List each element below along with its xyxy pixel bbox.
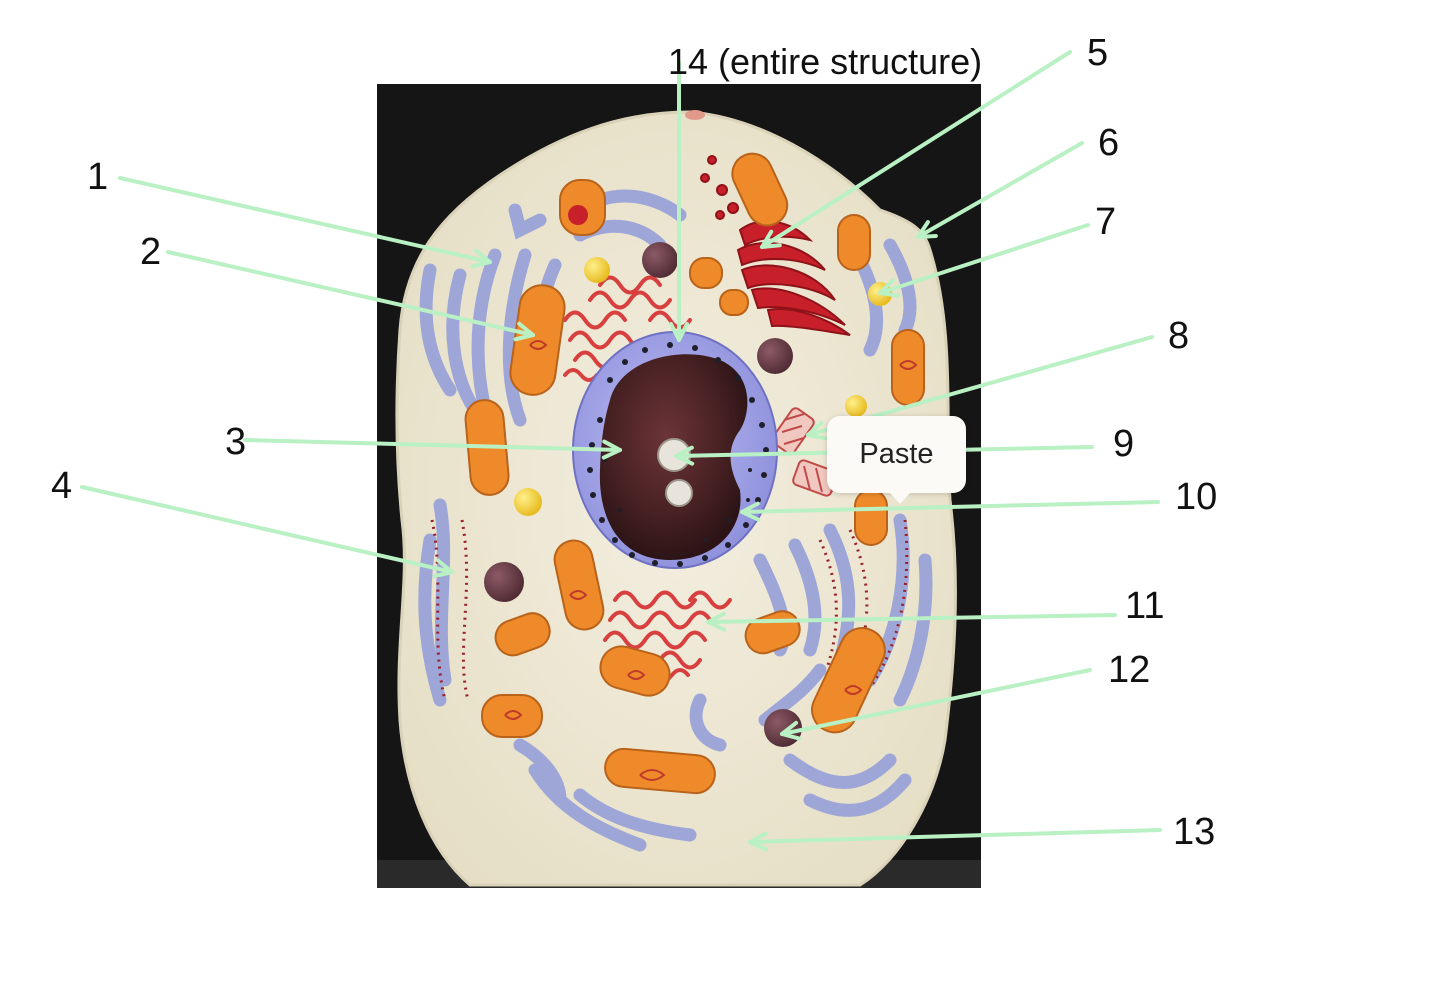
label-entire-structure: 14 (entire structure) [668,41,983,82]
label-7: 7 [1095,201,1117,243]
label-4: 4 [51,465,73,507]
leader-8-arrowhead [806,420,828,441]
centrioles [771,407,838,497]
leader-3-arrowhead [601,439,622,460]
paste-button-label[interactable]: Paste [859,438,934,470]
leader-5 [760,50,1072,249]
leader-3 [243,438,622,452]
label-12: 12 [1108,649,1151,691]
leader-14-arrowhead [669,322,689,342]
leader-7 [878,223,1090,295]
leader-5-arrowhead [760,229,782,249]
leader-4 [80,485,454,574]
leader-11-arrowhead [706,611,727,632]
label-6: 6 [1098,122,1120,164]
leader-1-arrowhead [470,248,492,269]
label-13: 13 [1173,811,1216,853]
leader-6-arrowhead [916,220,938,239]
leader-10-arrowhead [740,501,761,522]
leader-12 [780,668,1092,736]
leader-13-arrowhead [748,831,769,852]
golgi-apparatus [700,155,851,336]
label-10: 10 [1175,476,1218,518]
leader-7-arrowhead [878,278,900,298]
rough-er [430,519,909,701]
leader-1 [118,176,492,264]
nucleolus-2 [665,479,693,507]
label-8: 8 [1168,315,1190,357]
paste-popup[interactable]: Paste [827,416,966,504]
leader-11 [706,613,1117,624]
leader-10 [740,500,1160,514]
label-9: 9 [1113,423,1135,465]
leader-2-arrowhead [513,321,535,342]
label-2: 2 [140,231,162,273]
nuclear-pores [587,342,769,567]
leader-2 [166,250,535,337]
leader-13 [748,828,1162,844]
leader-4-arrowhead [432,558,454,579]
nucleus [572,331,778,569]
leader-12-arrowhead [780,720,802,741]
label-5: 5 [1087,32,1109,74]
label-11: 11 [1125,585,1165,627]
label-1: 1 [87,156,109,198]
leader-9-arrowhead [674,445,695,466]
leader-6 [916,141,1084,239]
label-3: 3 [225,421,247,463]
